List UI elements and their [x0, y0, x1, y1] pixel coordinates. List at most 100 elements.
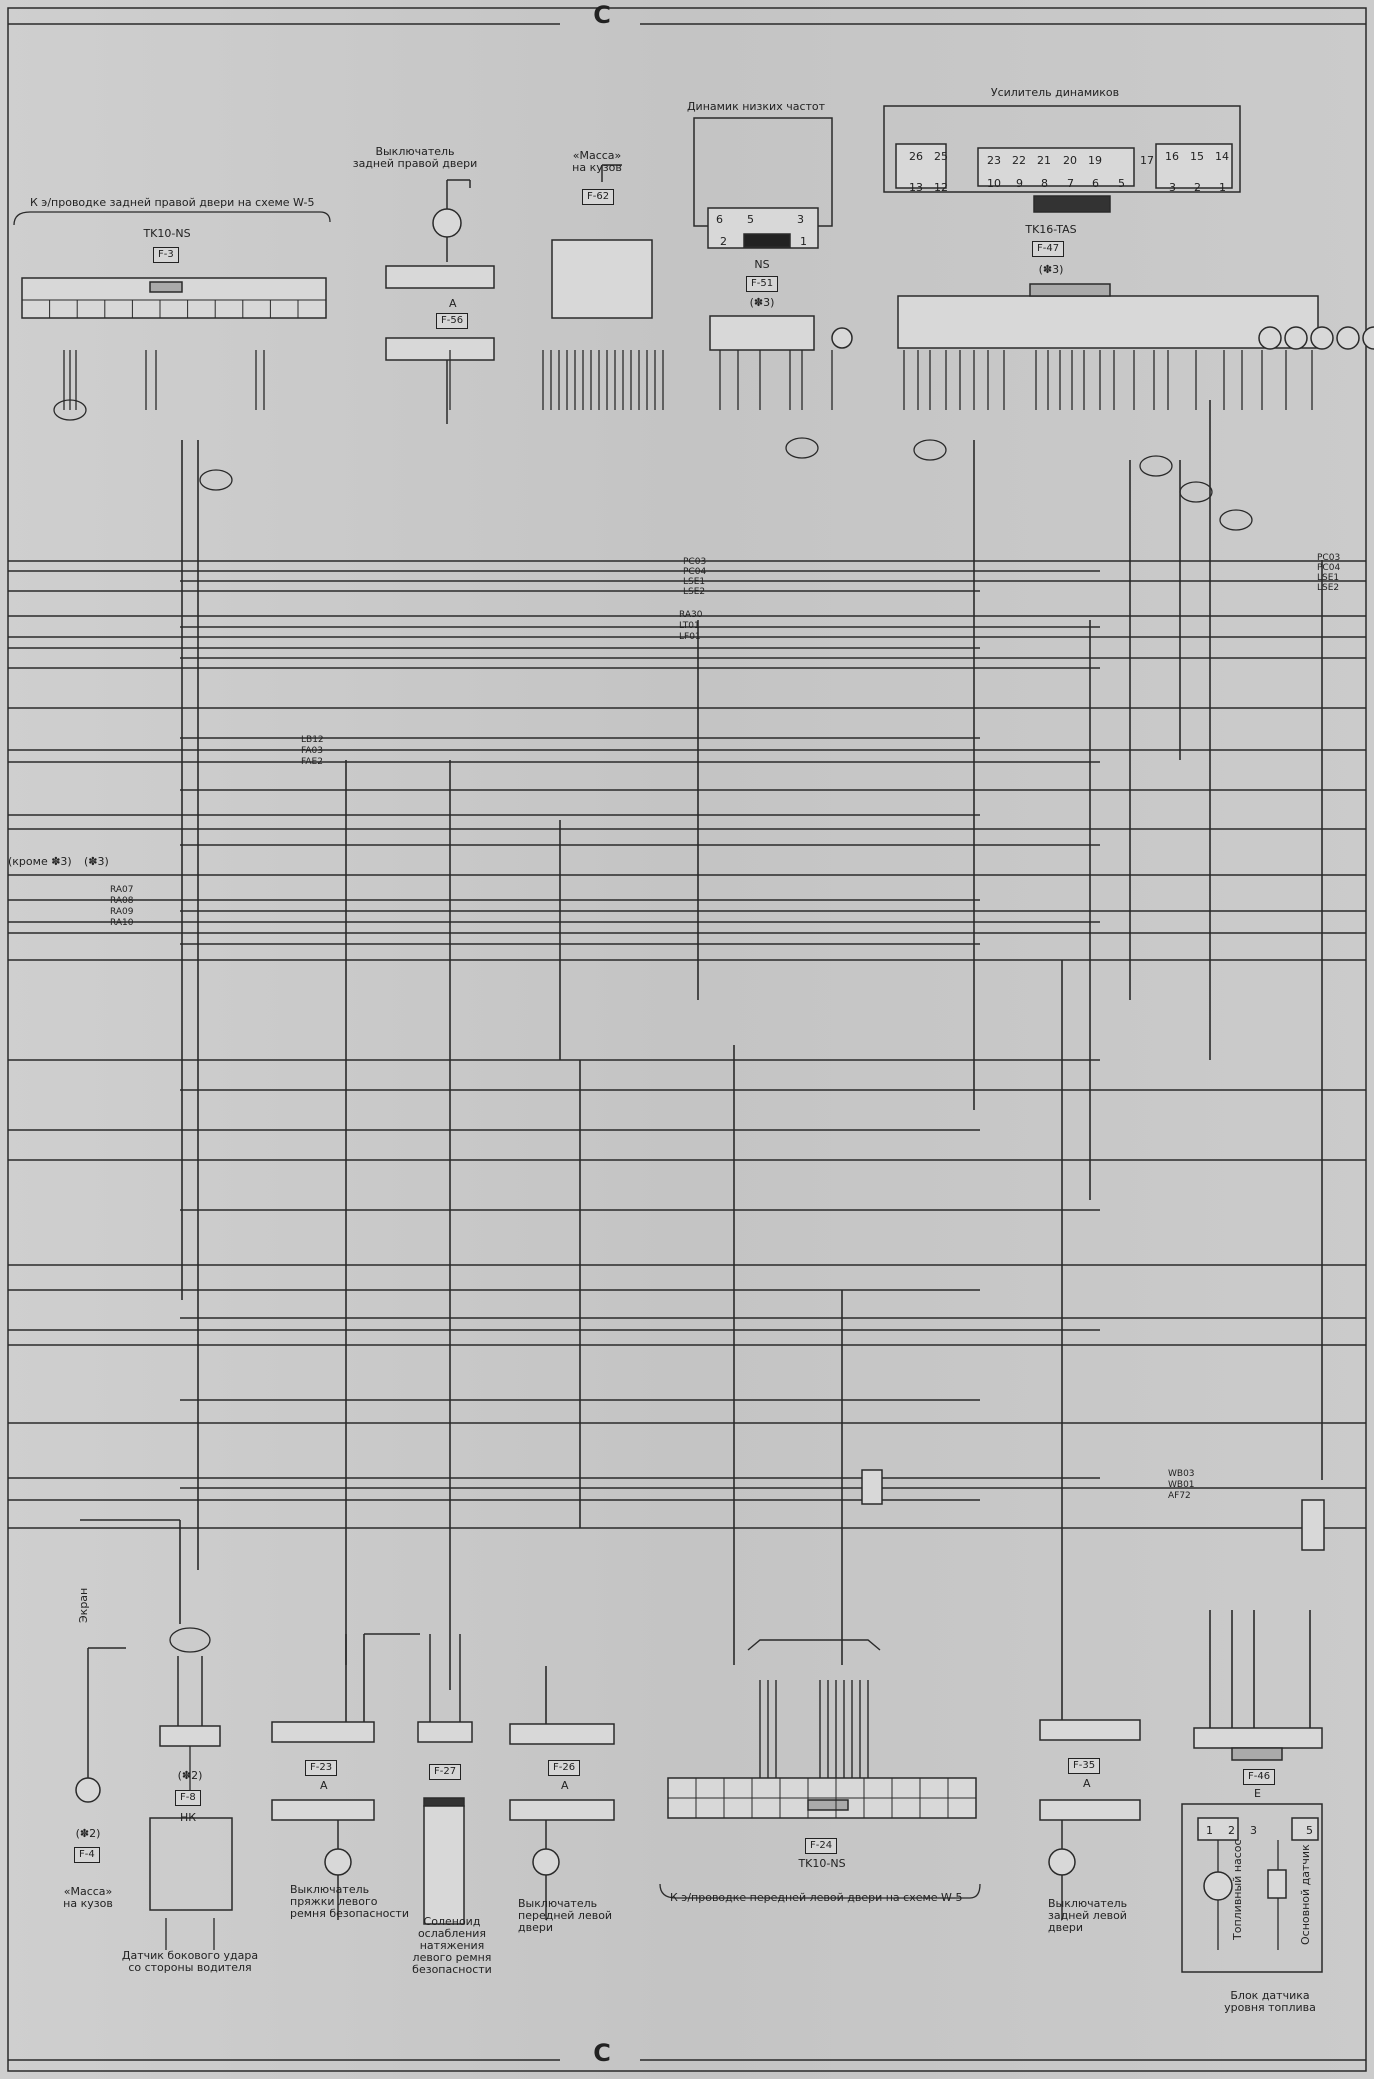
wire-wb01: WB01: [1168, 1480, 1195, 1490]
wb-splice: [861, 1469, 883, 1505]
subwoofer-connector: [707, 207, 819, 249]
sheet-label-top: C: [593, 1, 611, 29]
buckle-switch-label: Выключатель пряжки левого ремня безопасн…: [290, 1883, 409, 1920]
shield-splice: [913, 439, 947, 461]
f27-connector: [417, 1721, 473, 1743]
f26-connector-top: [509, 1723, 615, 1745]
f62-ground-block: [551, 239, 653, 319]
wire-fa03: FA03: [301, 746, 323, 756]
f46-letter: E: [1254, 1787, 1261, 1800]
rear-right-wiring-label: К э/проводке задней правой двери на схем…: [30, 196, 315, 209]
wire-ra10: RA10: [110, 918, 134, 928]
amp-pin-22: 22: [1012, 154, 1026, 167]
connector-f4: F-4: [74, 1847, 100, 1863]
shield-splice: [53, 399, 87, 421]
wire-wb03: WB03: [1168, 1469, 1195, 1479]
f23-connector-bottom: [271, 1799, 375, 1821]
side-impact-sensor-label: Датчик бокового удара со стороны водител…: [121, 1949, 259, 1974]
subwoofer-pin-2: 2: [720, 235, 727, 248]
wire-right-lse2: LSE2: [1317, 583, 1340, 593]
amp-pin-13: 13: [909, 181, 923, 194]
speaker-amp-label: Усилитель динамиков: [990, 86, 1120, 99]
f46-key: [1231, 1747, 1283, 1761]
amp-pin-19: 19: [1088, 154, 1102, 167]
wire-lt01: LT01: [679, 621, 700, 631]
amp-pin-26: 26: [909, 150, 923, 163]
f56-connector-top: [385, 265, 495, 289]
side-impact-sensor-box: [149, 1817, 233, 1911]
amp-pin-block-right: [1155, 143, 1233, 189]
fuel-level-sensor: [1267, 1869, 1287, 1899]
wire-ra09: RA09: [110, 907, 134, 917]
wire-af72: AF72: [1168, 1491, 1191, 1501]
fuel-level-block: [1181, 1803, 1323, 1973]
rear-right-door-switch-label: Выключатель задней правой двери: [352, 145, 478, 170]
connector-f56-letter: A: [449, 297, 457, 310]
tk16-splice: [1362, 326, 1374, 350]
amp-pin-block-left: [895, 143, 947, 189]
wire-ra30: RA30: [679, 610, 703, 620]
amp-pin-14: 14: [1215, 150, 1229, 163]
solenoid-cap: [423, 1797, 465, 1807]
tk10-bottom-key: [807, 1799, 849, 1811]
bottom-bundle-merge: [747, 1639, 881, 1651]
sheet-label-bottom: C: [593, 2039, 611, 2067]
f35-connector-top: [1039, 1719, 1141, 1741]
amp-pin-2: 2: [1194, 181, 1201, 194]
amp-pin-15: 15: [1190, 150, 1204, 163]
ns-star3: (✽3): [749, 296, 775, 309]
wire-right-lse1: LSE1: [1317, 573, 1340, 583]
amp-pin-17: 17: [1140, 154, 1154, 167]
shield-splice: [1179, 481, 1213, 503]
amp-pin-10: 10: [987, 177, 1001, 190]
amp-pin-9: 9: [1016, 177, 1023, 190]
rear-right-bracket: [13, 211, 331, 226]
hk-label: НК: [180, 1811, 197, 1824]
wire-ra07: RA07: [110, 885, 134, 895]
main-sensor-label: Основной датчик: [1299, 1844, 1312, 1945]
fuel-pin-2: 2: [1228, 1824, 1235, 1837]
fbe5-ground-point: [75, 1777, 101, 1803]
f4-star2: (✽2): [75, 1827, 101, 1840]
tk16-star3: (✽3): [1038, 263, 1064, 276]
shield-splice: [1219, 509, 1253, 531]
star3-label: (✽3): [84, 855, 109, 868]
f26-connector-bottom: [509, 1799, 615, 1821]
f46-connector: [1193, 1727, 1323, 1749]
amp-pin-20: 20: [1063, 154, 1077, 167]
connector-f26: F-26: [548, 1760, 581, 1776]
shield-splice: [785, 437, 819, 459]
tk16-splice: [1258, 326, 1282, 350]
ground-body-bottom-label: «Масса» на кузов: [63, 1885, 113, 1910]
connector-f62: F-62: [582, 189, 615, 205]
fuel-pin-5: 5: [1306, 1824, 1313, 1837]
screen-label: Экран: [77, 1587, 90, 1623]
connector-f35: F-35: [1068, 1758, 1101, 1774]
fuel-pin-1: 1: [1206, 1824, 1213, 1837]
except-star3-label: (кроме ✽3): [8, 855, 72, 868]
solenoid-body: [423, 1805, 465, 1925]
amp-pin-21: 21: [1037, 154, 1051, 167]
tk16-splice: [1310, 326, 1334, 350]
wire-right-pc03: PC03: [1317, 553, 1341, 563]
subwoofer-key: [743, 233, 791, 248]
fuel-pump-label: Топливный насос: [1231, 1839, 1244, 1940]
front-left-door-switch-label: Выключатель передней левой двери: [518, 1897, 613, 1934]
connector-f27: F-27: [429, 1764, 462, 1780]
wire-pc03: PC03: [683, 557, 707, 567]
tk16-splice: [1336, 326, 1360, 350]
rear-left-door-switch-label: Выключатель задней левой двери: [1048, 1897, 1128, 1934]
shield-splice: [199, 469, 233, 491]
rear-left-door-switch: [1048, 1848, 1076, 1876]
right-bundle-splice: [1301, 1499, 1325, 1551]
tk10-top-name: TK10-NS: [143, 227, 191, 240]
subwoofer-pin-6: 6: [716, 213, 723, 226]
wire-ra08: RA08: [110, 896, 134, 906]
amp-pin-8: 8: [1041, 177, 1048, 190]
ns-label: NS: [754, 258, 770, 271]
fuel-level-block-label: Блок датчика уровня топлива: [1224, 1989, 1316, 2014]
amp-key: [1033, 195, 1111, 213]
front-left-door-switch: [532, 1848, 560, 1876]
wire-lse1: LSE1: [683, 577, 706, 587]
f26-letter: A: [561, 1779, 569, 1792]
